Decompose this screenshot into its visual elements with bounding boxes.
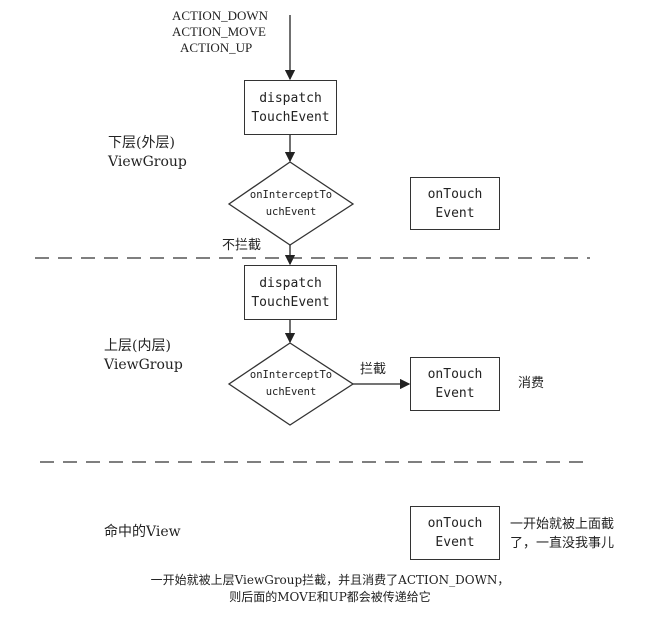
label: Event bbox=[435, 386, 475, 401]
label: 一开始就被上面截 bbox=[510, 517, 615, 532]
label: uchEvent bbox=[265, 386, 317, 398]
footer-line-1: 一开始就被上层ViewGroup拦截，并且消费了ACTION_DOWN， bbox=[150, 573, 510, 587]
event-action-move: ACTION_MOVE bbox=[172, 24, 266, 39]
label: dispatch bbox=[259, 90, 322, 106]
label: onInterceptTo bbox=[249, 189, 333, 201]
no-intercept-label: 不拦截 bbox=[222, 238, 262, 253]
label: dispatch bbox=[259, 275, 322, 291]
footer-note: 一开始就被上层ViewGroup拦截，并且消费了ACTION_DOWN， 则后面的… bbox=[0, 572, 660, 606]
inner-label-1: 上层(内层) bbox=[104, 338, 171, 354]
inner-label: 上层(内层) ViewGroup bbox=[104, 337, 183, 375]
outer-label: 下层(外层) ViewGroup bbox=[108, 134, 187, 172]
label: onTouch bbox=[427, 367, 483, 382]
label: TouchEvent bbox=[251, 109, 330, 125]
label: Event bbox=[435, 535, 475, 550]
label: TouchEvent bbox=[251, 294, 330, 310]
outer-intercept-text: onInterceptTo uchEvent bbox=[229, 187, 353, 221]
label: 了，一直没我事儿 bbox=[510, 536, 615, 551]
outer-label-1: 下层(外层) bbox=[108, 135, 175, 151]
label: Event bbox=[435, 205, 475, 221]
label: onTouch bbox=[427, 186, 483, 202]
label: onTouch bbox=[427, 516, 483, 531]
label: uchEvent bbox=[265, 206, 317, 218]
inner-intercept-text: onInterceptTo uchEvent bbox=[229, 367, 353, 401]
decision-inner bbox=[227, 342, 355, 426]
view-note: 一开始就被上面截了，一直没我事儿 bbox=[510, 515, 614, 553]
event-action-down: ACTION_DOWN bbox=[172, 8, 269, 23]
consume-label: 消费 bbox=[518, 376, 545, 391]
view-label: 命中的View bbox=[104, 524, 181, 540]
footer-line-2: 则后面的MOVE和UP都会被传递给它 bbox=[229, 590, 431, 604]
label: onInterceptTo bbox=[249, 369, 333, 381]
outer-label-2: ViewGroup bbox=[108, 154, 187, 170]
intercept-label: 拦截 bbox=[360, 362, 387, 377]
event-action-up: ACTION_UP bbox=[180, 40, 253, 55]
inner-label-2: ViewGroup bbox=[104, 357, 183, 373]
